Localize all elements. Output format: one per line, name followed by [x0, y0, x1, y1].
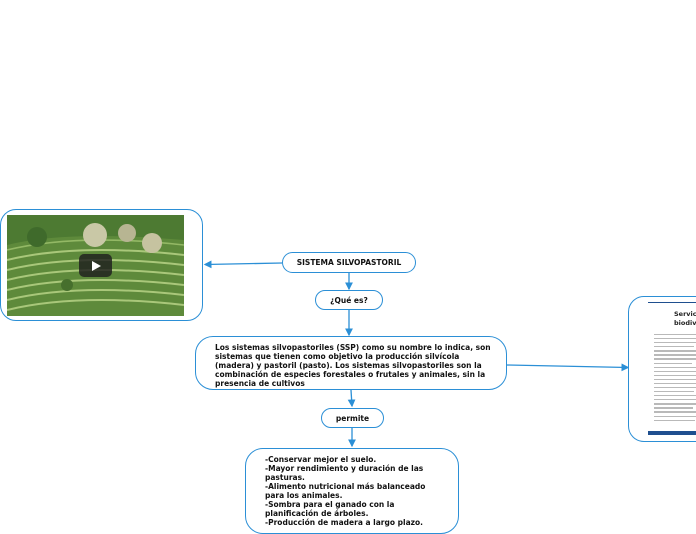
benefit-item: -Mayor rendimiento y duración de las pas… — [265, 464, 424, 482]
question-node-label: ¿Qué es? — [330, 295, 368, 305]
permits-node[interactable]: permite — [321, 408, 384, 428]
document-text-lines — [654, 334, 696, 424]
benefits-node[interactable]: -Conservar mejor el suelo. -Mayor rendim… — [245, 448, 459, 534]
connector-root-to-video — [203, 260, 283, 269]
definition-node-text: Los sistemas silvopastoriles (SSP) como … — [215, 343, 491, 388]
benefit-item: -Conservar mejor el suelo. — [265, 455, 377, 464]
play-button[interactable] — [79, 254, 112, 277]
definition-node[interactable]: Los sistemas silvopastoriles (SSP) como … — [195, 336, 507, 390]
question-node[interactable]: ¿Qué es? — [315, 290, 383, 310]
connectors — [203, 260, 630, 448]
permits-node-label: permite — [335, 413, 370, 423]
root-topic[interactable]: SISTEMA SILVOPASTORIL — [282, 252, 416, 273]
root-topic-label: SISTEMA SILVOPASTORIL — [296, 258, 402, 267]
mind-map-canvas: SISTEMA SILVOPASTORIL ¿Qué es? Los siste… — [0, 209, 696, 534]
video-thumbnail[interactable] — [7, 215, 184, 316]
benefit-item: -Sombra para el ganado con la planificac… — [265, 500, 395, 518]
benefit-item: -Alimento nutricional más balanceado par… — [265, 482, 426, 500]
benefit-item: -Producción de madera a largo plazo. — [265, 518, 424, 527]
document-title: Servici biodiv — [674, 310, 696, 327]
document-header-rule — [648, 302, 696, 303]
play-icon — [91, 260, 101, 271]
connector-definition-to-permits — [347, 389, 356, 408]
document-attachment-frame[interactable] — [628, 296, 696, 442]
connector-definition-to-document — [506, 363, 630, 372]
document-footer-band — [648, 431, 696, 435]
